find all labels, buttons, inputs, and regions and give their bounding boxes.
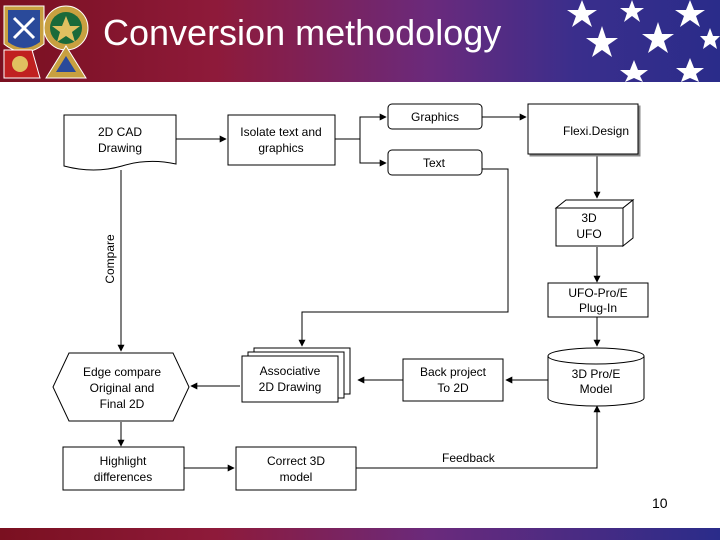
node-plugin-line1: UFO-Pro/E: [568, 286, 627, 300]
military-insignia-logo: [3, 5, 89, 79]
node-ufo-line2: UFO: [576, 227, 601, 241]
node-isolate-line2: graphics: [258, 141, 303, 155]
page-number: 10: [652, 495, 668, 511]
node-isolate: Isolate text and graphics: [227, 114, 336, 166]
node-ufo: 3D UFO: [554, 198, 635, 248]
footer-bar: [0, 528, 720, 540]
node-back-project: Back project To 2D: [402, 358, 504, 402]
star-icon: [676, 58, 704, 82]
node-edge-compare-line1: Edge compare: [83, 365, 161, 379]
node-correct-line2: model: [280, 470, 313, 484]
node-proe-model-line2: Model: [580, 382, 613, 396]
slide-title: Conversion methodology: [103, 12, 502, 53]
node-graphics-label: Graphics: [411, 110, 459, 124]
header-banner: Conversion methodology: [0, 0, 720, 82]
arrow-text-to-associative: [298, 168, 509, 347]
feedback-label: Feedback: [442, 451, 496, 465]
node-highlight: Highlight differences: [62, 446, 185, 491]
node-cad-drawing: 2D CAD Drawing: [63, 114, 177, 171]
node-cad-drawing-line1: 2D CAD: [98, 125, 142, 139]
node-flexidesign-label: Flexi.Design: [563, 124, 629, 138]
node-text: Text: [387, 149, 483, 176]
node-back-project-line1: Back project: [420, 365, 487, 379]
star-icon: [642, 22, 674, 53]
node-text-label: Text: [423, 156, 446, 170]
star-icon: [675, 0, 705, 27]
node-correct-model: Correct 3D model: [235, 446, 357, 491]
node-highlight-line1: Highlight: [100, 454, 147, 468]
arrow-correct-to-proe-feedback: [356, 405, 601, 469]
star-field-decoration: [567, 0, 720, 82]
node-back-project-line2: To 2D: [437, 381, 469, 395]
node-associative-line2: 2D Drawing: [259, 380, 322, 394]
node-edge-compare-line2: Original and: [90, 381, 155, 395]
node-associative-drawing: Associative 2D Drawing: [241, 347, 351, 403]
node-plugin-line2: Plug-In: [579, 301, 617, 315]
node-highlight-line2: differences: [94, 470, 152, 484]
node-edge-compare-line3: Final 2D: [100, 397, 145, 411]
node-flexidesign: Flexi.Design: [527, 103, 639, 155]
star-icon: [586, 26, 618, 57]
arrow-isolate-to-text: [359, 139, 387, 167]
node-isolate-line1: Isolate text and: [240, 125, 321, 139]
node-ufo-line1: 3D: [581, 211, 597, 225]
star-icon: [567, 0, 597, 27]
star-icon: [620, 0, 644, 22]
star-icon: [700, 28, 720, 49]
node-associative-line1: Associative: [260, 364, 321, 378]
node-cad-drawing-line2: Drawing: [98, 141, 142, 155]
node-graphics: Graphics: [387, 103, 483, 130]
star-icon: [620, 60, 648, 82]
node-proe-model-line1: 3D Pro/E: [572, 367, 621, 381]
node-correct-line1: Correct 3D: [267, 454, 325, 468]
arrow-isolate-to-graphics: [335, 113, 387, 140]
connectors: [117, 113, 601, 472]
compare-label: Compare: [103, 234, 117, 284]
